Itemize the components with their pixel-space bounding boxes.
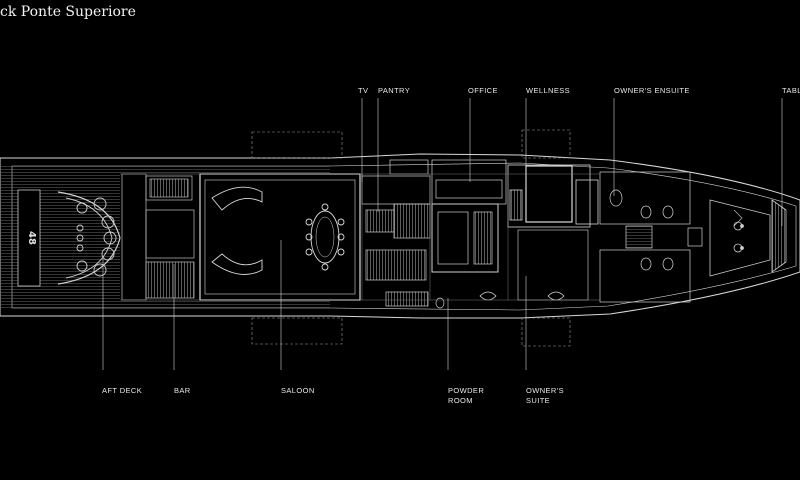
label-owners-suite-line1: OWNER'S bbox=[526, 386, 564, 395]
saloon-room bbox=[199, 173, 361, 301]
label-table: TABL bbox=[782, 86, 800, 95]
label-bar: BAR bbox=[174, 386, 191, 395]
owners-ensuite bbox=[599, 171, 703, 303]
aft-seating bbox=[57, 191, 121, 285]
bar-area bbox=[121, 173, 195, 301]
label-office: OFFICE bbox=[468, 86, 498, 95]
label-powder-room-line1: POWDER bbox=[448, 386, 485, 395]
label-pantry: PANTRY bbox=[378, 86, 411, 95]
label-powder-room-line2: ROOM bbox=[448, 396, 473, 405]
label-owners-suite-line2: SUITE bbox=[526, 396, 551, 405]
leader-lines bbox=[102, 98, 783, 370]
label-aft-deck: AFT DECK bbox=[102, 386, 143, 395]
mid-section bbox=[361, 159, 507, 309]
overhang-outlines bbox=[251, 129, 571, 347]
page-title: ck Ponte Superiore bbox=[0, 4, 136, 20]
label-owners-ensuite: OWNER'S ENSUITE bbox=[614, 86, 690, 95]
label-owners-suite: OWNER'S SUITE bbox=[526, 386, 564, 406]
bow-area bbox=[709, 199, 787, 277]
interior-partitions bbox=[120, 173, 600, 301]
label-wellness: WELLNESS bbox=[526, 86, 571, 95]
owners-suite bbox=[479, 164, 599, 301]
label-powder-room: POWDER ROOM bbox=[448, 386, 484, 406]
label-tv: TV bbox=[358, 86, 369, 95]
aft-deck-teak: 48 bbox=[0, 166, 330, 308]
label-saloon: SALOON bbox=[281, 386, 315, 395]
builder-logo: 48 bbox=[26, 231, 37, 245]
